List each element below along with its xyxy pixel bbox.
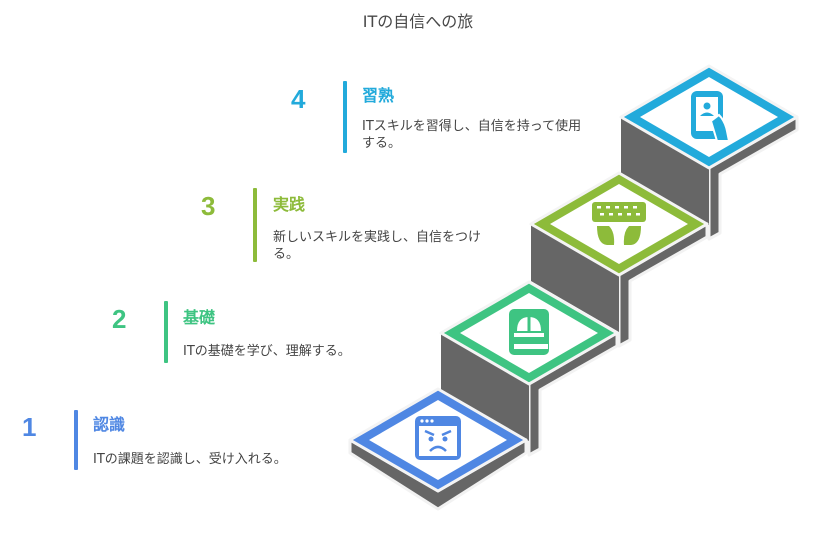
- step-bar: [164, 301, 168, 363]
- step-riser-face: [441, 333, 529, 441]
- step-title: 基礎: [183, 308, 216, 327]
- hardhat-book-icon: [509, 309, 549, 355]
- step-title: 実践: [273, 195, 306, 214]
- diagram-title: ITの自信への旅: [362, 12, 474, 31]
- typing-hands-keyboard-icon: [592, 202, 646, 245]
- step-bar: [253, 188, 257, 262]
- step-title: 習熟: [362, 86, 395, 105]
- step-number: 3: [201, 191, 216, 221]
- hand-holding-phone-icon: [691, 91, 731, 142]
- step-description: ITスキルを習得し、自信を持って使用する。: [362, 119, 582, 151]
- step-description: ITの基礎を学び、理解する。: [183, 344, 351, 359]
- step-riser-face: [621, 117, 709, 225]
- step-number: 4: [291, 84, 306, 114]
- step-bar: [74, 410, 78, 470]
- step-description: 新しいスキルを実践し、自信をつける。: [273, 230, 482, 262]
- step-bar: [343, 81, 347, 153]
- step-number: 2: [112, 304, 127, 334]
- step-number: 1: [22, 412, 37, 442]
- step-riser-face: [531, 224, 619, 332]
- frustrated-window-icon: [415, 416, 461, 460]
- step-description: ITの課題を認識し、受け入れる。: [93, 452, 287, 467]
- step-3-platform-inner: [550, 184, 688, 264]
- step-title: 認識: [93, 415, 126, 434]
